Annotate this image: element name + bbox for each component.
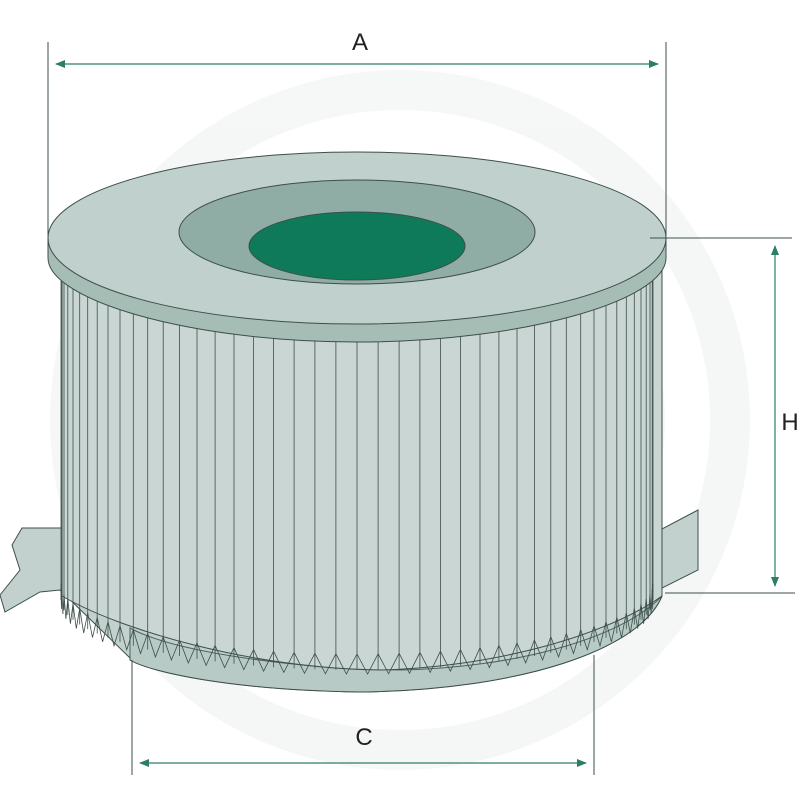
dimension-c: C (131, 655, 595, 775)
pleat-fold (593, 621, 607, 648)
dimension-h-label: H (781, 409, 798, 436)
pleat-fold (293, 652, 316, 675)
pleat-fold (633, 603, 642, 629)
pleat-fold (625, 608, 635, 634)
pleat-fold (179, 639, 198, 664)
pleat-fold (616, 613, 627, 638)
pleat-fold (516, 639, 535, 664)
pleat-fold (550, 633, 567, 659)
pleat-fold (253, 649, 274, 673)
pleat-fold (233, 647, 254, 671)
pleat-fold (498, 642, 518, 667)
pleat-fold (605, 617, 618, 642)
pleat-fold (440, 649, 461, 673)
pleat-fold (87, 613, 98, 638)
pleat-fold (460, 647, 481, 671)
pleat-fold (107, 621, 121, 648)
filter-body (61, 269, 663, 671)
pleat-fold (640, 598, 647, 624)
pleat-fold (356, 653, 379, 675)
pleat-fold (335, 653, 358, 675)
pleat-fold (132, 629, 149, 655)
pleat-fold (63, 593, 69, 619)
pleat-fold (377, 653, 400, 675)
dimension-c-label: C (355, 724, 372, 751)
pleat-fold (314, 653, 337, 675)
pleat-fold (72, 603, 81, 629)
pleat-fold (79, 608, 89, 634)
pleat-fold (67, 598, 74, 624)
pleat-fold (273, 651, 295, 674)
pleat-fold (645, 593, 651, 619)
pleat-fold (580, 625, 595, 652)
center-hole (248, 211, 466, 281)
top-end-cap (47, 151, 667, 343)
dimension-a: A (47, 29, 667, 236)
pleat-fold (534, 636, 552, 662)
dimension-h: H (650, 237, 799, 594)
pleat-fold (214, 645, 235, 669)
dimension-a-label: A (352, 29, 368, 56)
pleat-fold (96, 617, 109, 642)
pleat-fold (419, 651, 441, 674)
pleat-fold (147, 633, 164, 659)
pleat-fold (479, 645, 500, 669)
pleat-fold (119, 625, 134, 652)
pleat-fold (162, 636, 180, 662)
pleat-fold (196, 642, 216, 667)
pleated-body (60, 258, 663, 675)
pleat-fold (565, 629, 582, 655)
pleat-fold (398, 652, 421, 675)
